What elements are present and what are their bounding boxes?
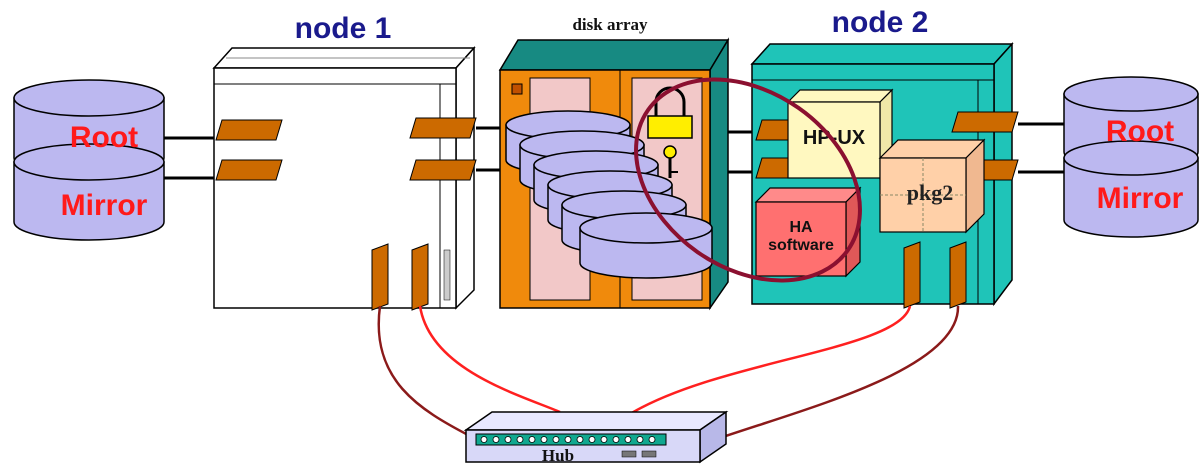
array-disk-6 (580, 213, 712, 278)
node1-hub-cable-red (420, 306, 560, 412)
right-mirror-label: Mirror (1097, 182, 1184, 215)
node2-hub-cable-red (630, 306, 910, 414)
disk-array-label: disk array (572, 15, 648, 34)
ha-label-line1: HA (789, 219, 813, 236)
left-root-label: Root (70, 121, 138, 154)
node2-hub-cable-dark (714, 306, 958, 440)
node1-label: node 1 (295, 12, 392, 45)
right-root-label: Root (1106, 115, 1174, 148)
hub-label: Hub (542, 446, 574, 465)
hub-leds (481, 437, 655, 443)
node1-server (214, 48, 476, 310)
left-mirror-label: Mirror (61, 189, 148, 222)
ha-label-line2: software (768, 237, 834, 254)
node2-label: node 2 (832, 6, 929, 39)
pkg2-label: pkg2 (907, 180, 953, 205)
node1-hub-cable-dark (379, 306, 470, 436)
hub-device (466, 412, 726, 462)
hpux-label: HP-UX (803, 127, 866, 149)
